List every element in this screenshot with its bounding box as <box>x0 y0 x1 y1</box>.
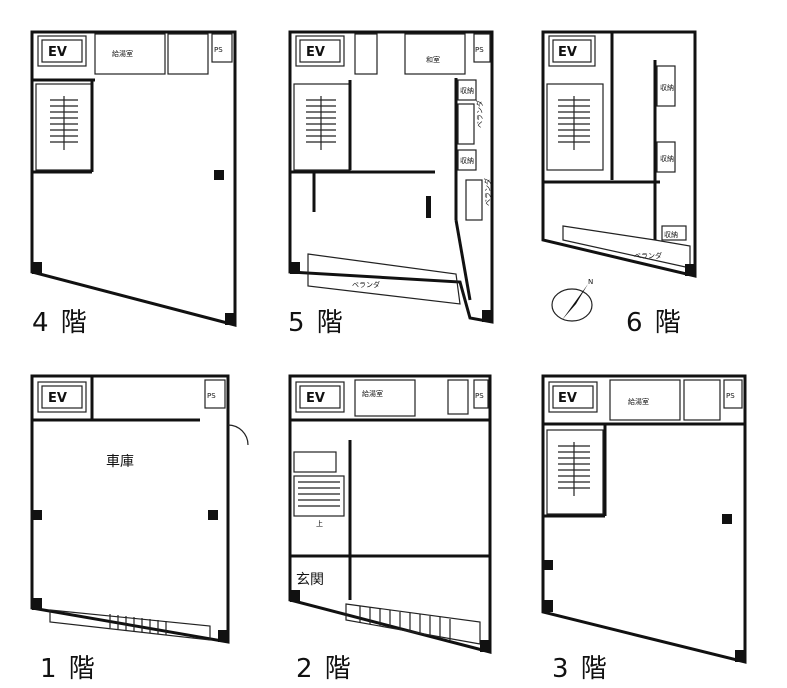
plan-4f: EV 給湯室 PS <box>30 30 237 327</box>
ev-label-2f: EV <box>306 391 325 406</box>
veranda-label-5f-a: ベランダ <box>475 100 484 128</box>
storage-label-6f-b: 収納 <box>660 154 674 163</box>
ev-label-3f: EV <box>558 391 577 406</box>
stair-2f <box>293 475 345 517</box>
elevator-2f <box>295 381 345 413</box>
veranda-label-5f-c: ベランダ <box>352 280 380 289</box>
veranda-label-5f-b: ベランダ <box>483 178 492 206</box>
entrance-steps-1f <box>49 609 211 641</box>
ev-label-5f: EV <box>306 45 325 60</box>
elevator-5f <box>295 35 345 67</box>
ps-label-5f: PS <box>475 46 484 54</box>
entrance-steps-2f <box>345 603 481 645</box>
stair-6f <box>546 83 604 171</box>
ps-label-3f: PS <box>726 392 735 400</box>
kitchenette-label-2f: 給湯室 <box>362 389 383 398</box>
plan-2f: EV 給湯室 PS 上 玄関 <box>288 374 492 654</box>
up-label-2f: 上 <box>316 519 323 528</box>
plan-1f: EV PS 車庫 <box>30 374 249 644</box>
entrance-label-2f: 玄関 <box>296 571 324 588</box>
storage-label-5f-b: 収納 <box>460 156 474 165</box>
storage-label-6f-c: 収納 <box>664 230 678 239</box>
stair-5f <box>293 83 351 171</box>
floor-label-6f: 6 階 <box>626 308 683 338</box>
north-arrow: N <box>551 278 593 322</box>
storage-label-5f-a: 収納 <box>460 86 474 95</box>
garage-label-1f: 車庫 <box>106 453 134 470</box>
ps-label-1f: PS <box>207 392 216 400</box>
storage-label-6f-a: 収納 <box>660 83 674 92</box>
floor-label-4f: 4 階 <box>32 308 89 338</box>
washitsu-label-5f: 和室 <box>426 55 440 64</box>
ev-label-4f: EV <box>48 45 67 60</box>
ps-label-4f: PS <box>214 46 223 54</box>
kitchenette-label-3f: 給湯室 <box>628 397 649 406</box>
ev-label-6f: EV <box>558 45 577 60</box>
elevator-4f <box>37 35 87 67</box>
plan-6f: EV 収納 収納 収納 ベランダ N <box>541 30 697 322</box>
elevator-1f <box>37 381 87 413</box>
elevator-6f <box>548 35 596 67</box>
floor-label-5f: 5 階 <box>288 308 345 338</box>
floor-label-3f: 3 階 <box>552 654 609 684</box>
north-label: N <box>588 278 593 286</box>
plan-3f: EV 給湯室 PS <box>541 374 747 664</box>
plan-5f: EV 和室 PS 収納 ベランダ 収納 ベランダ ベランダ <box>288 30 494 324</box>
ev-label-1f: EV <box>48 391 67 406</box>
kitchenette-label-4f: 給湯室 <box>112 49 133 58</box>
veranda-label-6f: ベランダ <box>634 251 662 260</box>
stair-3f <box>546 429 604 515</box>
floor-label-1f: 1 階 <box>40 654 97 684</box>
ps-label-2f: PS <box>475 392 484 400</box>
elevator-3f <box>548 381 598 413</box>
floor-label-2f: 2 階 <box>296 654 353 684</box>
